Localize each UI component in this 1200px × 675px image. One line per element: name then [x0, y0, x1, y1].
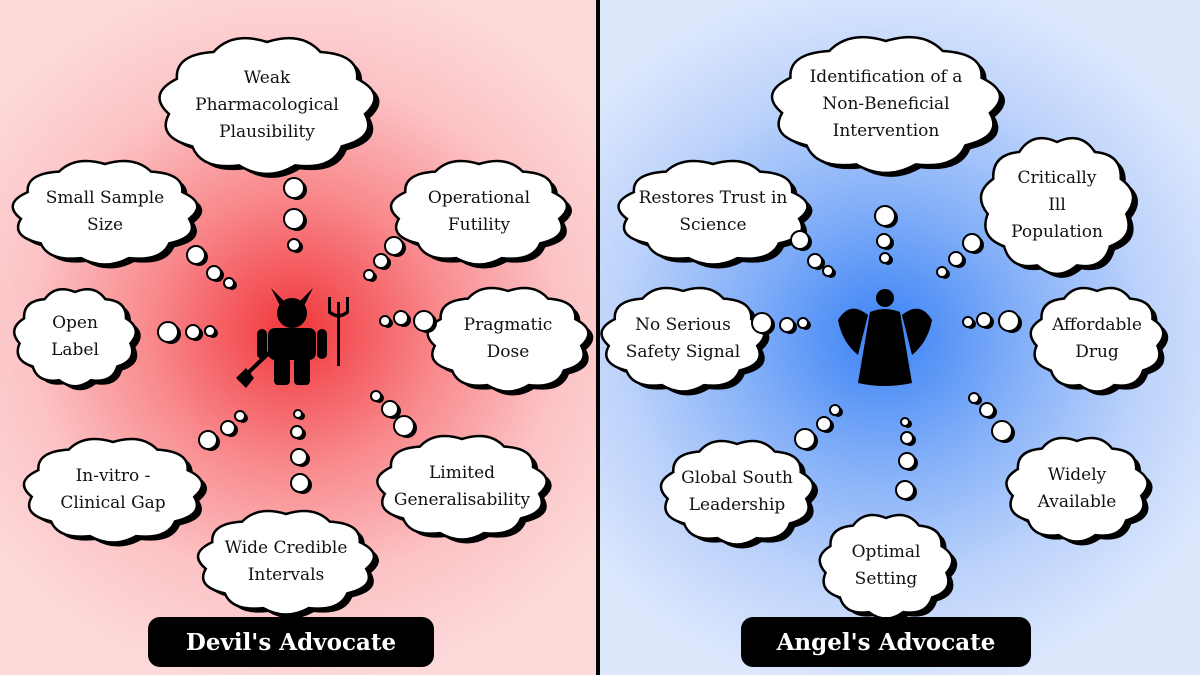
thought-cloud-in-vitro-clinical-gap	[22, 437, 204, 544]
thought-dot	[962, 316, 974, 328]
bubble-label-critically-ill-population: Critically Ill Population	[1011, 167, 1103, 242]
thought-cloud-widely-available	[1005, 436, 1149, 543]
thought-dot	[283, 177, 305, 199]
thought-dot	[876, 233, 892, 249]
thought-cloud-weak-pharmacological-plausibility	[158, 36, 376, 176]
thought-cloud-open-label	[13, 287, 137, 388]
devil-icon	[236, 288, 349, 388]
thought-cloud-global-south-leadership	[659, 439, 815, 546]
thought-dot	[186, 245, 206, 265]
thought-dot	[751, 312, 773, 334]
thought-dot	[393, 415, 415, 437]
thought-cloud-pragmatic-dose	[426, 286, 590, 393]
thought-dot	[223, 277, 235, 289]
thought-dot	[413, 310, 435, 332]
bubble-label-weak-pharmacological-plausibility: Weak Pharmacological Plausibility	[195, 67, 339, 142]
thought-dot	[816, 416, 832, 432]
thought-dot	[790, 230, 810, 250]
bubble-label-identification-of-non-beneficial-intervention: Identification of a Non-Beneficial Inter…	[809, 66, 963, 141]
bubble-label-open-label: Open Label	[51, 313, 99, 360]
bubble-label-affordable-drug: Affordable Drug	[1052, 315, 1142, 362]
thought-cloud-operational-futility	[389, 159, 569, 266]
bubble-label-operational-futility: Operational Futility	[427, 188, 531, 235]
thought-dot	[157, 321, 179, 343]
devil-advocate-title: Devil's Advocate	[148, 617, 434, 667]
thought-cloud-affordable-drug	[1029, 286, 1165, 393]
thought-dot	[290, 473, 310, 493]
thought-cloud-restores-trust-in-science	[617, 159, 809, 266]
thought-dot	[822, 265, 834, 277]
angel-advocate-title: Angel's Advocate	[741, 617, 1031, 667]
thought-dot	[900, 431, 914, 445]
thought-dot	[220, 420, 236, 436]
bubble-label-limited-generalisability: Limited Generalisability	[393, 463, 531, 510]
thought-dot	[968, 392, 980, 404]
thought-dot	[204, 325, 216, 337]
thought-dot	[384, 236, 404, 256]
thought-dot	[829, 404, 841, 416]
thought-dot	[370, 390, 382, 402]
thought-dot	[393, 310, 409, 326]
thought-cloud-wide-credible-intervals	[196, 509, 376, 616]
thought-cloud-limited-generalisability	[376, 434, 548, 541]
angel-icon	[838, 289, 932, 386]
thought-dot	[900, 417, 910, 427]
thought-dot	[879, 252, 891, 264]
thought-dot	[895, 480, 915, 500]
thought-dot	[206, 265, 222, 281]
thought-dot	[936, 266, 948, 278]
thought-dot	[998, 310, 1020, 332]
thought-dot	[807, 253, 823, 269]
thought-dot	[363, 269, 375, 281]
thought-dot	[234, 410, 246, 422]
thought-dot	[290, 448, 308, 466]
thought-dot	[198, 430, 218, 450]
thought-cloud-identification-of-non-beneficial-intervention	[770, 35, 1002, 175]
bubble-label-optimal-setting: Optimal Setting	[851, 542, 921, 589]
thought-dot	[373, 253, 389, 269]
thought-dot	[976, 312, 992, 328]
thought-cloud-small-sample-size	[11, 159, 199, 266]
bubble-label-widely-available: Widely Available	[1037, 465, 1117, 512]
thought-dot	[797, 317, 809, 329]
thought-dot	[779, 317, 795, 333]
thought-dot	[287, 238, 301, 252]
thought-dot	[991, 420, 1013, 442]
thought-dot	[290, 425, 304, 439]
thought-dot	[979, 402, 995, 418]
thought-cloud-critically-ill-population	[979, 136, 1135, 276]
thought-dot	[379, 315, 391, 327]
thought-dot	[874, 205, 896, 227]
thought-dot	[283, 208, 305, 230]
bubble-label-in-vitro-clinical-gap: In-vitro - Clinical Gap	[60, 466, 166, 513]
thought-dot	[898, 452, 916, 470]
bubble-label-restores-trust-in-science: Restores Trust in Science	[638, 188, 788, 235]
thought-dot	[962, 233, 982, 253]
thought-dot	[185, 324, 201, 340]
bubble-label-no-serious-safety-signal: No Serious Safety Signal	[625, 315, 741, 362]
thought-cloud-no-serious-safety-signal	[600, 286, 766, 393]
bubble-label-small-sample-size: Small Sample Size	[45, 188, 165, 235]
bubble-label-wide-credible-intervals: Wide Credible Intervals	[224, 538, 348, 585]
panel-divider	[596, 0, 600, 675]
thought-dot	[794, 428, 816, 450]
thought-dot	[293, 409, 303, 419]
thought-dot	[381, 400, 399, 418]
thought-dot	[948, 251, 964, 267]
bubble-label-pragmatic-dose: Pragmatic Dose	[463, 315, 553, 362]
bubble-label-global-south-leadership: Global South Leadership	[681, 468, 793, 515]
